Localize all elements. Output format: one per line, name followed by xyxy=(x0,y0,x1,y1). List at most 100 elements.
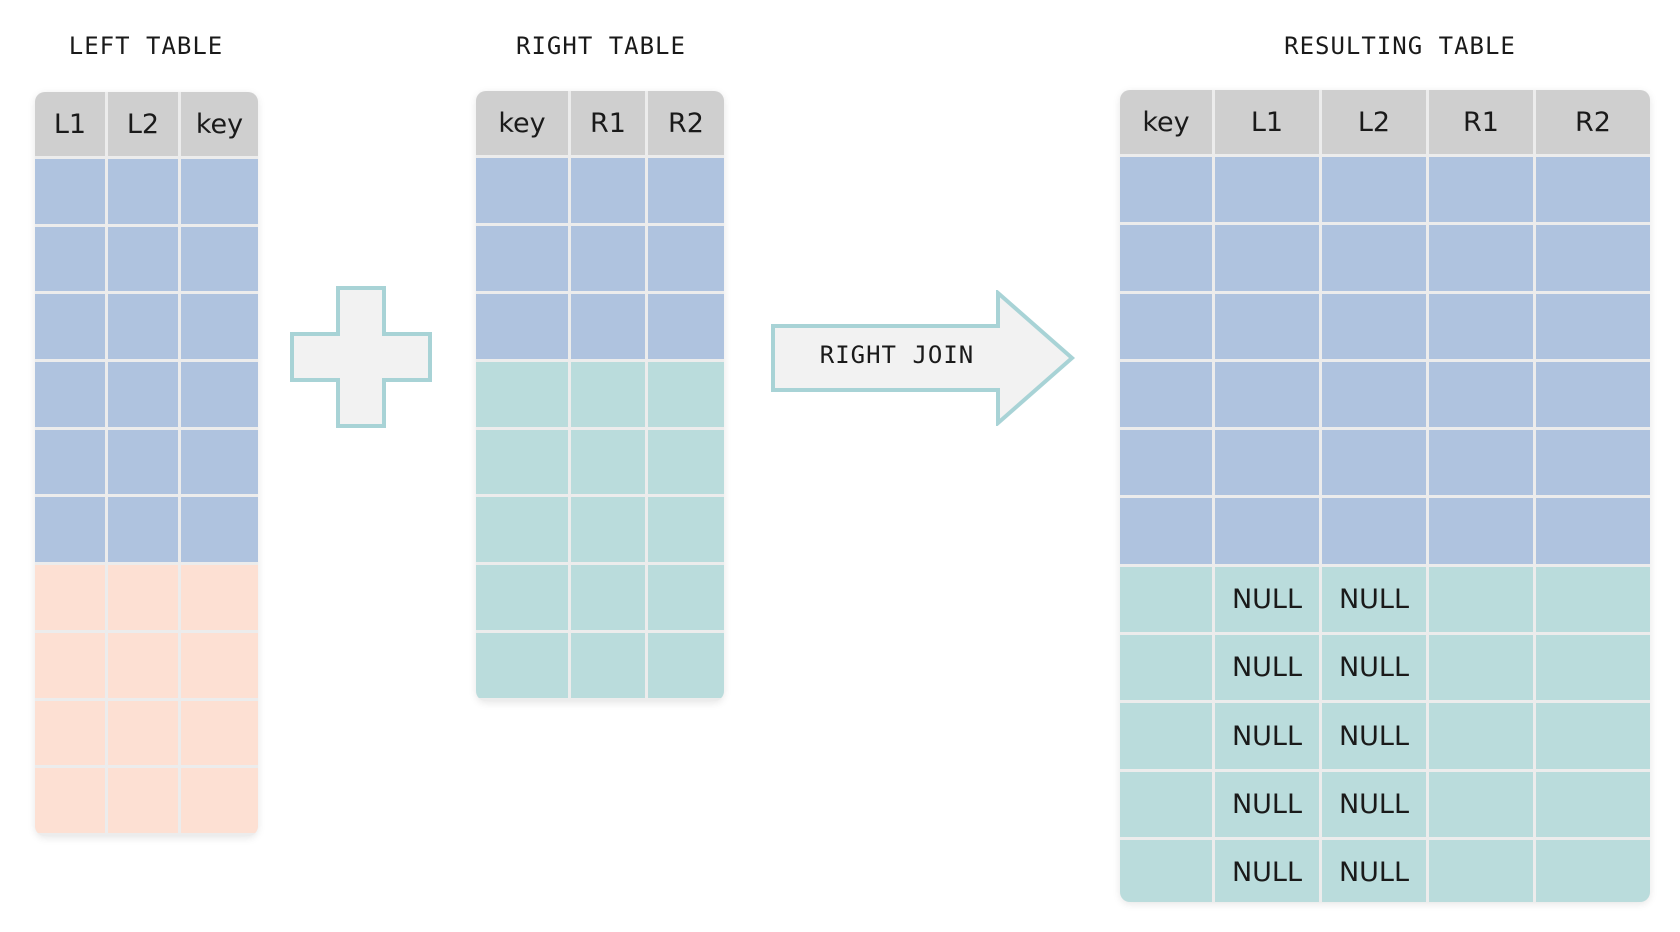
table-cell xyxy=(648,429,724,495)
table-cell xyxy=(648,225,724,291)
column-header: R1 xyxy=(571,91,645,155)
table-cell xyxy=(1429,157,1533,223)
join-type-label: RIGHT JOIN xyxy=(819,341,975,369)
table-cell xyxy=(571,361,645,427)
table-cell xyxy=(1120,293,1212,359)
table-cell xyxy=(1322,293,1426,359)
table-cell xyxy=(1536,293,1650,359)
table-cell xyxy=(35,497,105,563)
table-cell xyxy=(35,159,105,224)
null-cell: NULL xyxy=(1322,771,1426,837)
table-cell xyxy=(181,700,258,766)
table-cell xyxy=(476,429,568,495)
table-cell xyxy=(1429,635,1533,701)
table-cell xyxy=(35,226,105,292)
table-cell xyxy=(1120,361,1212,428)
table-cell xyxy=(648,633,724,699)
plus-icon xyxy=(290,286,432,428)
table-cell xyxy=(1536,225,1650,291)
table-cell xyxy=(1322,361,1426,428)
table-cell xyxy=(108,159,178,224)
table-cell xyxy=(1322,225,1426,291)
table-cell xyxy=(1120,157,1212,223)
table-cell xyxy=(35,429,105,495)
table-cell xyxy=(1429,566,1533,633)
table-cell xyxy=(1120,771,1212,837)
table-cell xyxy=(108,700,178,766)
table-cell xyxy=(35,362,105,427)
column-header: R1 xyxy=(1429,90,1533,154)
table-cell xyxy=(181,565,258,630)
column-header: L2 xyxy=(108,92,178,156)
table-cell xyxy=(181,294,258,360)
table-cell xyxy=(1536,703,1650,769)
table-cell xyxy=(648,497,724,563)
table-cell xyxy=(1120,703,1212,769)
table-cell xyxy=(1536,635,1650,701)
table-cell xyxy=(1120,566,1212,633)
null-cell: NULL xyxy=(1215,703,1319,769)
table-cell xyxy=(1429,361,1533,428)
table-cell xyxy=(181,768,258,833)
null-cell: NULL xyxy=(1215,771,1319,837)
table-cell xyxy=(108,226,178,292)
table-cell xyxy=(1215,293,1319,359)
table-cell xyxy=(571,633,645,699)
table-cell xyxy=(1536,157,1650,223)
table-cell xyxy=(571,429,645,495)
table-cell xyxy=(648,293,724,359)
table-cell xyxy=(181,226,258,292)
table-cell xyxy=(108,497,178,563)
table-cell xyxy=(1429,293,1533,359)
table-cell xyxy=(1429,839,1533,902)
result-table-title: RESULTING TABLE xyxy=(1284,32,1516,60)
table-cell xyxy=(648,565,724,631)
column-header: R2 xyxy=(1536,90,1650,154)
null-cell: NULL xyxy=(1215,635,1319,701)
null-cell: NULL xyxy=(1322,703,1426,769)
table-cell xyxy=(35,700,105,766)
table-cell xyxy=(476,565,568,631)
table-cell xyxy=(648,361,724,427)
table-cell xyxy=(571,225,645,291)
table-cell xyxy=(181,362,258,427)
table-cell xyxy=(1120,430,1212,496)
table-cell xyxy=(1536,430,1650,496)
right-table-title: RIGHT TABLE xyxy=(516,32,686,60)
table-cell xyxy=(35,768,105,833)
table-cell xyxy=(181,429,258,495)
null-cell: NULL xyxy=(1322,566,1426,633)
table-cell xyxy=(1120,635,1212,701)
null-cell: NULL xyxy=(1322,839,1426,902)
table-cell xyxy=(1322,498,1426,564)
table-cell xyxy=(1429,771,1533,837)
table-cell xyxy=(476,158,568,223)
table-cell xyxy=(1322,430,1426,496)
column-header: L2 xyxy=(1322,90,1426,154)
table-cell xyxy=(35,632,105,698)
null-cell: NULL xyxy=(1322,635,1426,701)
table-cell xyxy=(571,158,645,223)
null-cell: NULL xyxy=(1215,566,1319,633)
table-cell xyxy=(1536,361,1650,428)
table-cell xyxy=(476,497,568,563)
column-header: key xyxy=(476,91,568,155)
table-cell xyxy=(1429,225,1533,291)
table-cell xyxy=(35,294,105,360)
table-cell xyxy=(181,497,258,563)
table-cell xyxy=(108,362,178,427)
null-cell: NULL xyxy=(1215,839,1319,902)
table-cell xyxy=(108,768,178,833)
table-cell xyxy=(648,158,724,223)
table-cell xyxy=(1120,498,1212,564)
table-cell xyxy=(476,361,568,427)
table-cell xyxy=(1429,703,1533,769)
table-cell xyxy=(1429,498,1533,564)
table-cell xyxy=(1215,157,1319,223)
table-cell xyxy=(1120,225,1212,291)
table-cell xyxy=(1215,361,1319,428)
table-cell xyxy=(181,159,258,224)
